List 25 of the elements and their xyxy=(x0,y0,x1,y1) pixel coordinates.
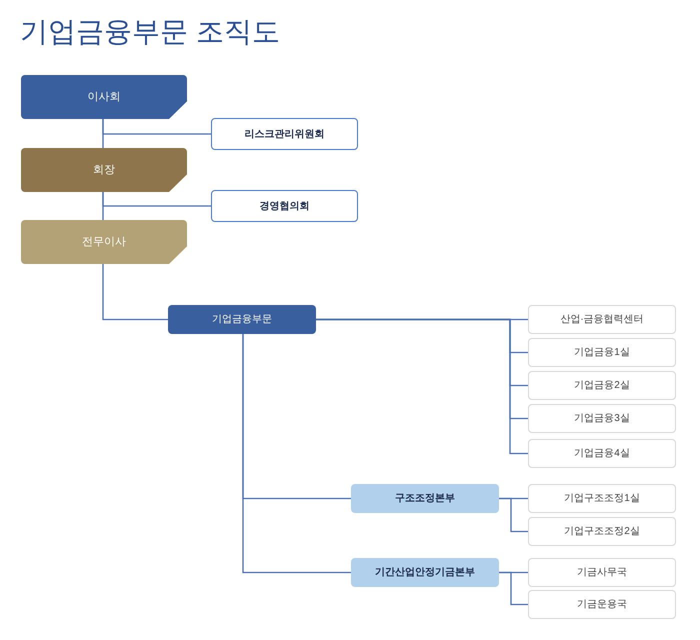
office-box: 기업금융3실 xyxy=(528,404,676,433)
committee-box: 리스크관리위원회 xyxy=(211,118,358,150)
office-box: 기업금융2실 xyxy=(528,371,676,400)
chairman-box: 회장 xyxy=(21,148,187,192)
title: 기업금융부문 조직도 xyxy=(20,15,280,49)
connector-line xyxy=(242,334,351,574)
office-box: 기업구조조정2실 xyxy=(528,517,676,546)
connector-line xyxy=(499,572,528,606)
connector-line xyxy=(102,119,211,135)
board-box: 이사회 xyxy=(21,75,187,119)
office-box: 기금사무국 xyxy=(528,558,676,587)
office-box: 기업금융4실 xyxy=(528,439,676,468)
executive-box: 전무이사 xyxy=(21,220,187,264)
office-box: 기업구조조정1실 xyxy=(528,484,676,513)
committee-box: 경영협의회 xyxy=(211,190,358,222)
connector-line xyxy=(102,192,211,207)
office-box: 기금운용국 xyxy=(528,590,676,619)
office-box: 기업금융1실 xyxy=(528,338,676,367)
division-box: 기업금융부문 xyxy=(168,305,316,334)
connector-line xyxy=(102,264,168,320)
connector-line xyxy=(316,318,528,454)
office-box: 산업·금융협력센터 xyxy=(528,305,676,334)
headquarters-box: 구조조정본부 xyxy=(351,484,499,513)
headquarters-box: 기간산업안정기금본부 xyxy=(351,558,499,587)
connector-line xyxy=(499,498,528,532)
